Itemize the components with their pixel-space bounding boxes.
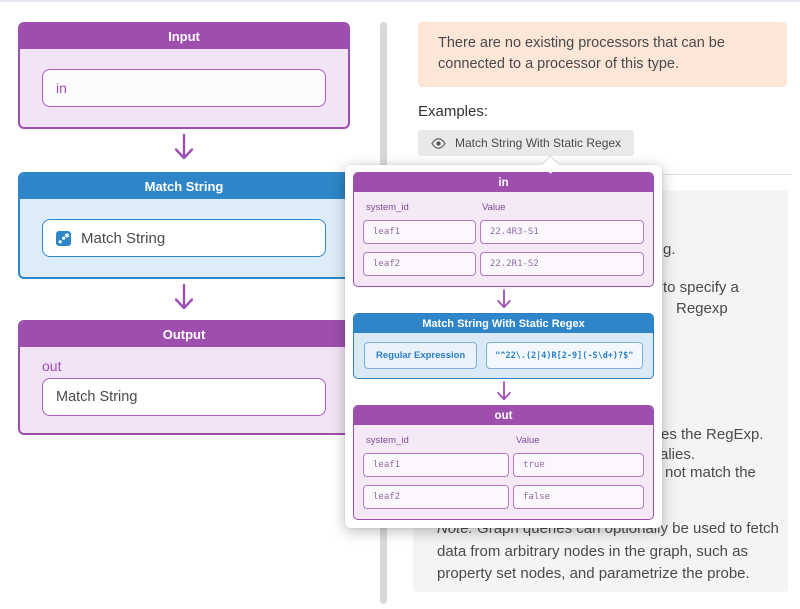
popup-in-node-header: in bbox=[354, 173, 653, 192]
input-node: Input in bbox=[18, 22, 350, 129]
note-body: Graph queries can optionally be used to … bbox=[437, 520, 779, 582]
table-row: leaf2 false bbox=[363, 485, 644, 509]
regex-icon bbox=[56, 230, 71, 246]
popup-regex-node-header: Match String With Static Regex bbox=[354, 314, 653, 333]
match-string-node-header: Match String bbox=[20, 174, 348, 199]
note-text: Note: Graph queries can optionally be us… bbox=[437, 518, 787, 586]
output-node-header: Output bbox=[20, 322, 348, 347]
doc-fragment: alies. bbox=[660, 446, 696, 463]
column-header-value: Value bbox=[482, 202, 506, 213]
match-string-field-label: Match String bbox=[81, 229, 166, 247]
popup-regex-node: Match String With Static Regex Regular E… bbox=[353, 313, 654, 379]
notice-banner: There are no existing processors that ca… bbox=[418, 22, 787, 87]
table-row: leaf1 22.4R3-S1 bbox=[363, 220, 644, 244]
cell-value: 22.4R3-S1 bbox=[480, 220, 644, 244]
popup-in-node: in system_id Value leaf1 22.4R3-S1 leaf2… bbox=[353, 172, 654, 287]
cell-value: false bbox=[513, 485, 644, 509]
regex-param-value: "^22\.(2|4)R[2-9](-S\d+)?$" bbox=[486, 342, 643, 369]
arrow-down-icon bbox=[496, 289, 511, 309]
table-row: leaf1 true bbox=[363, 453, 644, 477]
output-field[interactable]: Match String bbox=[42, 378, 326, 416]
doc-fragment: not match the bbox=[665, 464, 756, 481]
doc-fragment: to specify a bbox=[663, 279, 739, 296]
cell-value: true bbox=[513, 453, 644, 477]
popup-out-node: out system_id Value leaf1 true leaf2 fal… bbox=[353, 405, 654, 520]
arrow-down-icon bbox=[174, 283, 194, 310]
top-border bbox=[0, 0, 800, 2]
output-field-label: out bbox=[42, 358, 62, 374]
popup-out-node-header: out bbox=[354, 406, 653, 425]
arrow-down-icon bbox=[496, 381, 511, 401]
example-chip[interactable]: Match String With Static Regex bbox=[418, 130, 635, 156]
eye-icon bbox=[431, 137, 446, 149]
match-string-field[interactable]: Match String bbox=[42, 219, 326, 257]
doc-fragment: es the RegExp. bbox=[661, 426, 764, 443]
example-popup: in system_id Value leaf1 22.4R3-S1 leaf2… bbox=[345, 155, 662, 528]
doc-fragment: Regexp bbox=[676, 300, 728, 317]
arrow-down-icon bbox=[174, 133, 194, 160]
output-node: Output out Match String bbox=[18, 320, 350, 435]
input-node-header: Input bbox=[20, 24, 348, 49]
cell-system-id: leaf2 bbox=[363, 252, 476, 276]
column-header-system-id: system_id bbox=[366, 435, 409, 446]
example-chip-label: Match String With Static Regex bbox=[455, 136, 622, 150]
input-field[interactable]: in bbox=[42, 69, 326, 107]
cell-value: 22.2R1-S2 bbox=[480, 252, 644, 276]
table-row: leaf2 22.2R1-S2 bbox=[363, 252, 644, 276]
column-header-value: Value bbox=[516, 435, 540, 446]
match-string-node: Match String Match String bbox=[18, 172, 350, 279]
column-header-system-id: system_id bbox=[366, 202, 409, 213]
doc-fragment: g. bbox=[663, 241, 676, 258]
cell-system-id: leaf1 bbox=[363, 453, 509, 477]
examples-label: Examples: bbox=[418, 103, 489, 120]
cell-system-id: leaf2 bbox=[363, 485, 509, 509]
regex-param-label: Regular Expression bbox=[364, 342, 478, 369]
cell-system-id: leaf1 bbox=[363, 220, 476, 244]
popup-caret bbox=[541, 155, 560, 174]
